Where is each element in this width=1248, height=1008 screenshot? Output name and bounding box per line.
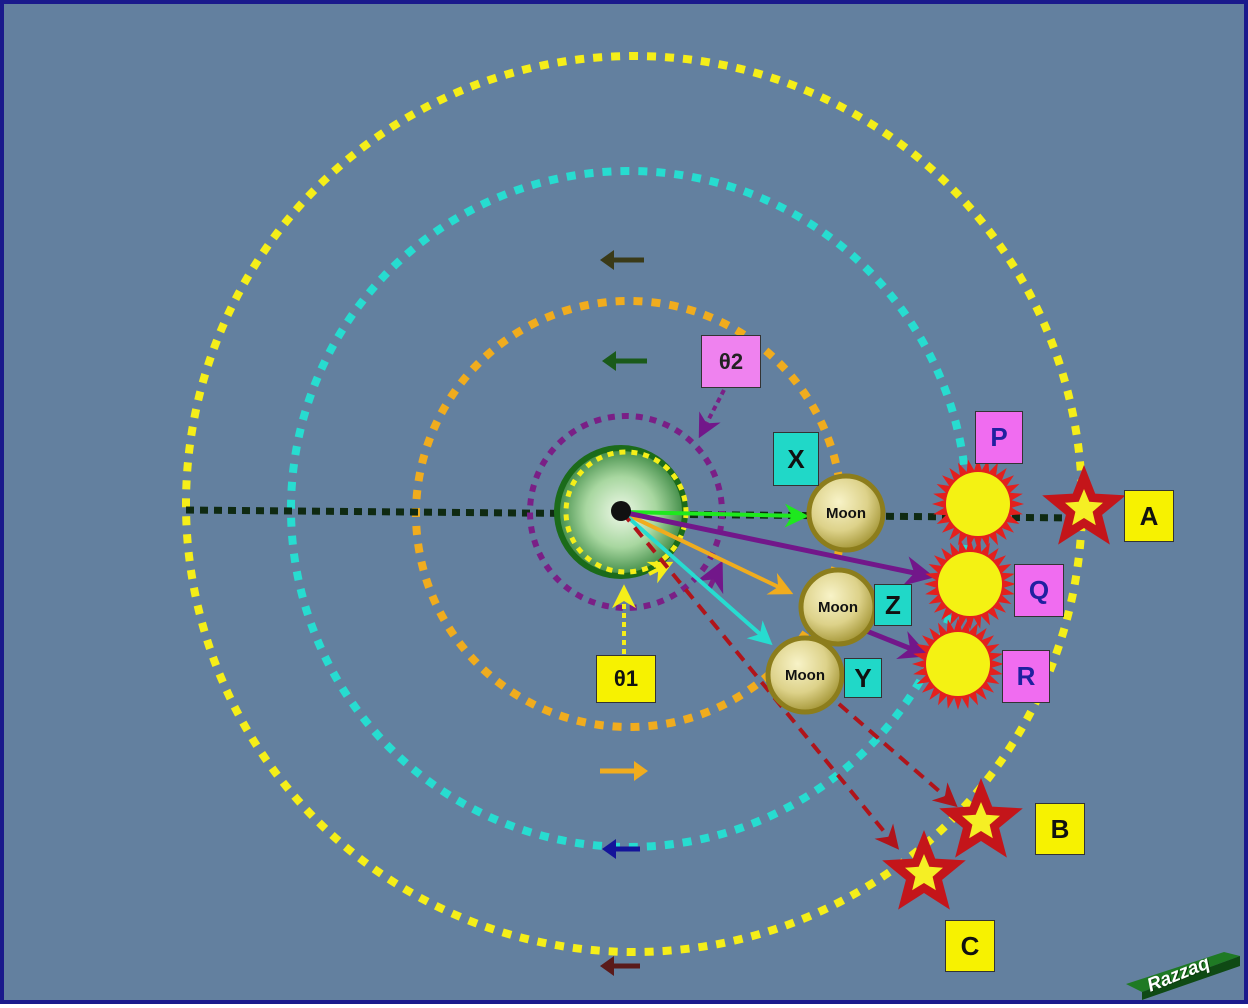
moon-z: Moon — [798, 567, 878, 647]
label-theta1: θ1 — [596, 655, 656, 703]
theta2-pointer — [698, 389, 726, 439]
moon-y-label: Moon — [785, 667, 825, 684]
star-c — [882, 830, 966, 910]
sun-r — [912, 618, 1004, 710]
orbit-diagram: Moon Moon Moon — [182, 52, 1126, 976]
label-z: Z — [874, 584, 912, 626]
arrow-moon-y-to-star-b — [837, 702, 958, 808]
moon-y: Moon — [765, 635, 845, 715]
small-orbit — [527, 413, 725, 611]
arrow-to-moon-y — [620, 510, 773, 646]
label-p: P — [975, 411, 1023, 464]
moon-icon — [806, 473, 886, 553]
moon-x-label: Moon — [826, 505, 866, 522]
direction-arrow-middle-top — [602, 351, 647, 371]
sun-q — [924, 538, 1016, 630]
direction-arrow-middle-bottom — [602, 839, 640, 859]
label-q: Q — [1014, 564, 1064, 617]
label-x: X — [773, 432, 819, 486]
label-b: B — [1035, 803, 1085, 855]
star-b — [939, 778, 1023, 858]
label-c: C — [945, 920, 995, 972]
label-y: Y — [844, 658, 882, 698]
direction-arrow-outer-top — [600, 250, 644, 270]
direction-arrow-inner-bottom — [600, 761, 648, 781]
moon-z-label: Moon — [818, 599, 858, 616]
label-theta2: θ2 — [701, 335, 761, 388]
arrow-to-moon-z — [621, 510, 794, 595]
arrow-to-moon-x — [621, 503, 809, 528]
arrow-to-star-c — [620, 510, 900, 850]
theta2-arc-arrow — [696, 560, 724, 595]
star-a — [1042, 465, 1126, 545]
earth-center — [611, 501, 631, 521]
label-r: R — [1002, 650, 1050, 703]
sun-p — [932, 458, 1024, 550]
label-a: A — [1124, 490, 1174, 542]
moon-icon — [765, 635, 845, 715]
direction-arrow-outer-bottom — [600, 956, 640, 976]
arrow-to-sun-q — [621, 509, 935, 586]
razzaq-logo — [1126, 952, 1240, 1000]
moon-x: Moon — [806, 473, 886, 553]
